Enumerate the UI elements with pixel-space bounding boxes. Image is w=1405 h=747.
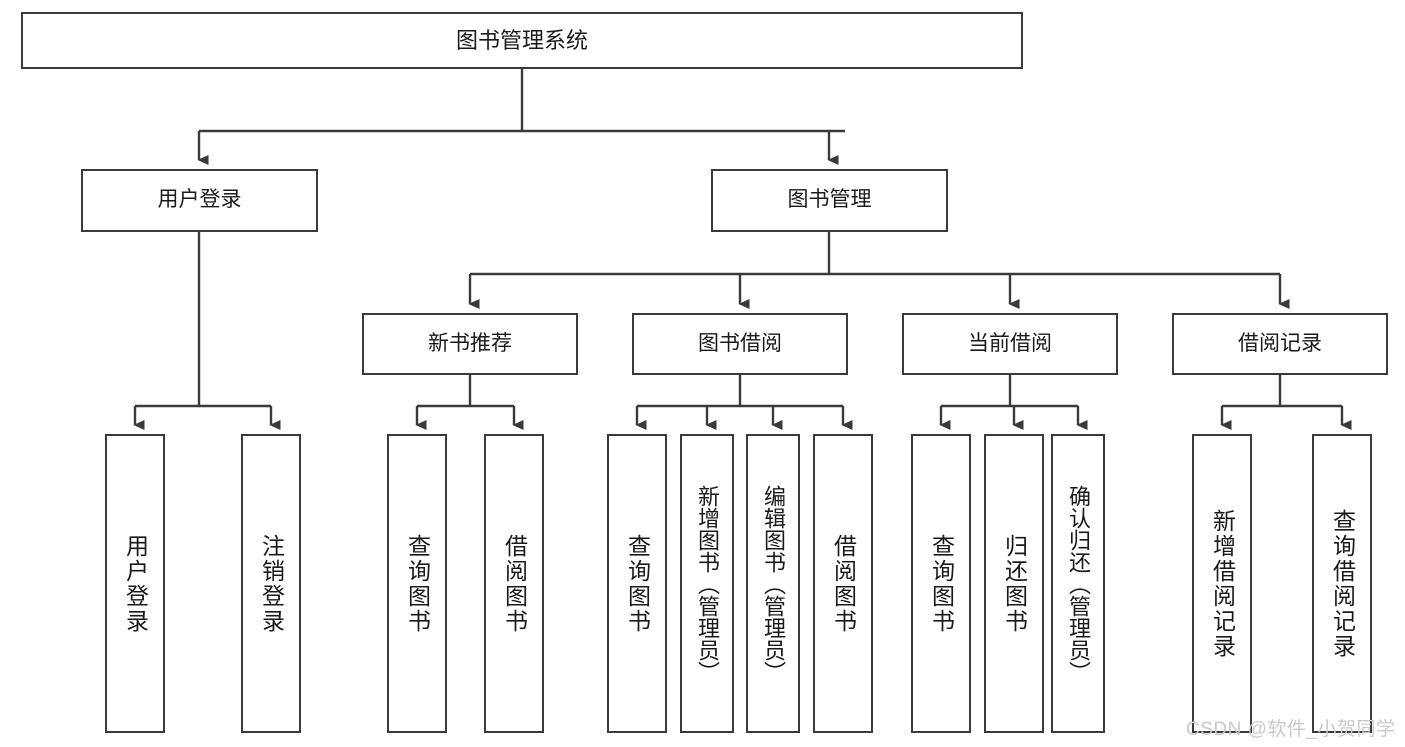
node-leaf-confirm-return[interactable]: 确认归还（管理员） <box>1051 434 1105 733</box>
node-book-manage-label: 图书管理 <box>787 188 872 212</box>
node-leaf-add-book-label: 新增图书（管理员） <box>695 484 720 683</box>
node-leaf-query-book-2-label: 查询图书 <box>624 533 651 634</box>
node-leaf-query-record[interactable]: 查询借阅记录 <box>1312 434 1372 733</box>
node-new-book-recommend[interactable]: 新书推荐 <box>362 313 578 375</box>
node-new-book-recommend-label: 新书推荐 <box>428 331 512 355</box>
node-leaf-borrow-book-1-label: 借阅图书 <box>501 533 528 634</box>
node-leaf-edit-book[interactable]: 编辑图书（管理员） <box>746 434 800 733</box>
node-leaf-edit-book-label: 编辑图书（管理员） <box>761 484 786 683</box>
node-leaf-borrow-book-1[interactable]: 借阅图书 <box>484 434 544 733</box>
node-book-borrow[interactable]: 图书借阅 <box>632 313 848 375</box>
node-leaf-add-record-label: 新增借阅记录 <box>1209 508 1236 659</box>
node-user-login[interactable]: 用户登录 <box>81 169 318 232</box>
node-leaf-user-logout-label: 注销登录 <box>258 533 285 634</box>
node-leaf-query-book-1[interactable]: 查询图书 <box>387 434 447 733</box>
node-leaf-query-book-2[interactable]: 查询图书 <box>607 434 667 733</box>
node-user-login-label: 用户登录 <box>157 188 242 212</box>
node-leaf-return-book[interactable]: 归还图书 <box>984 434 1044 733</box>
node-leaf-borrow-book-2[interactable]: 借阅图书 <box>813 434 873 733</box>
node-leaf-query-book-1-label: 查询图书 <box>404 533 431 634</box>
node-leaf-user-logout[interactable]: 注销登录 <box>241 434 301 733</box>
csdn-watermark: CSDN @软件_小贺同学 <box>1186 719 1396 740</box>
node-leaf-borrow-book-2-label: 借阅图书 <box>830 533 857 634</box>
node-leaf-add-book[interactable]: 新增图书（管理员） <box>680 434 734 733</box>
node-leaf-query-book-3-label: 查询图书 <box>928 533 955 634</box>
node-leaf-confirm-return-label: 确认归还（管理员） <box>1066 484 1091 683</box>
node-leaf-user-login[interactable]: 用户登录 <box>105 434 165 733</box>
node-leaf-query-book-3[interactable]: 查询图书 <box>911 434 971 733</box>
node-book-borrow-label: 图书借阅 <box>698 331 782 355</box>
node-root-label: 图书管理系统 <box>455 27 588 53</box>
node-root[interactable]: 图书管理系统 <box>21 12 1023 69</box>
node-book-manage[interactable]: 图书管理 <box>711 169 948 232</box>
node-current-borrow-label: 当前借阅 <box>968 331 1052 355</box>
node-borrow-record[interactable]: 借阅记录 <box>1172 313 1388 375</box>
node-leaf-query-record-label: 查询借阅记录 <box>1329 508 1356 659</box>
node-leaf-add-record[interactable]: 新增借阅记录 <box>1192 434 1252 733</box>
node-leaf-return-book-label: 归还图书 <box>1001 533 1028 634</box>
node-current-borrow[interactable]: 当前借阅 <box>902 313 1118 375</box>
node-leaf-user-login-label: 用户登录 <box>122 533 149 634</box>
node-borrow-record-label: 借阅记录 <box>1238 331 1322 355</box>
